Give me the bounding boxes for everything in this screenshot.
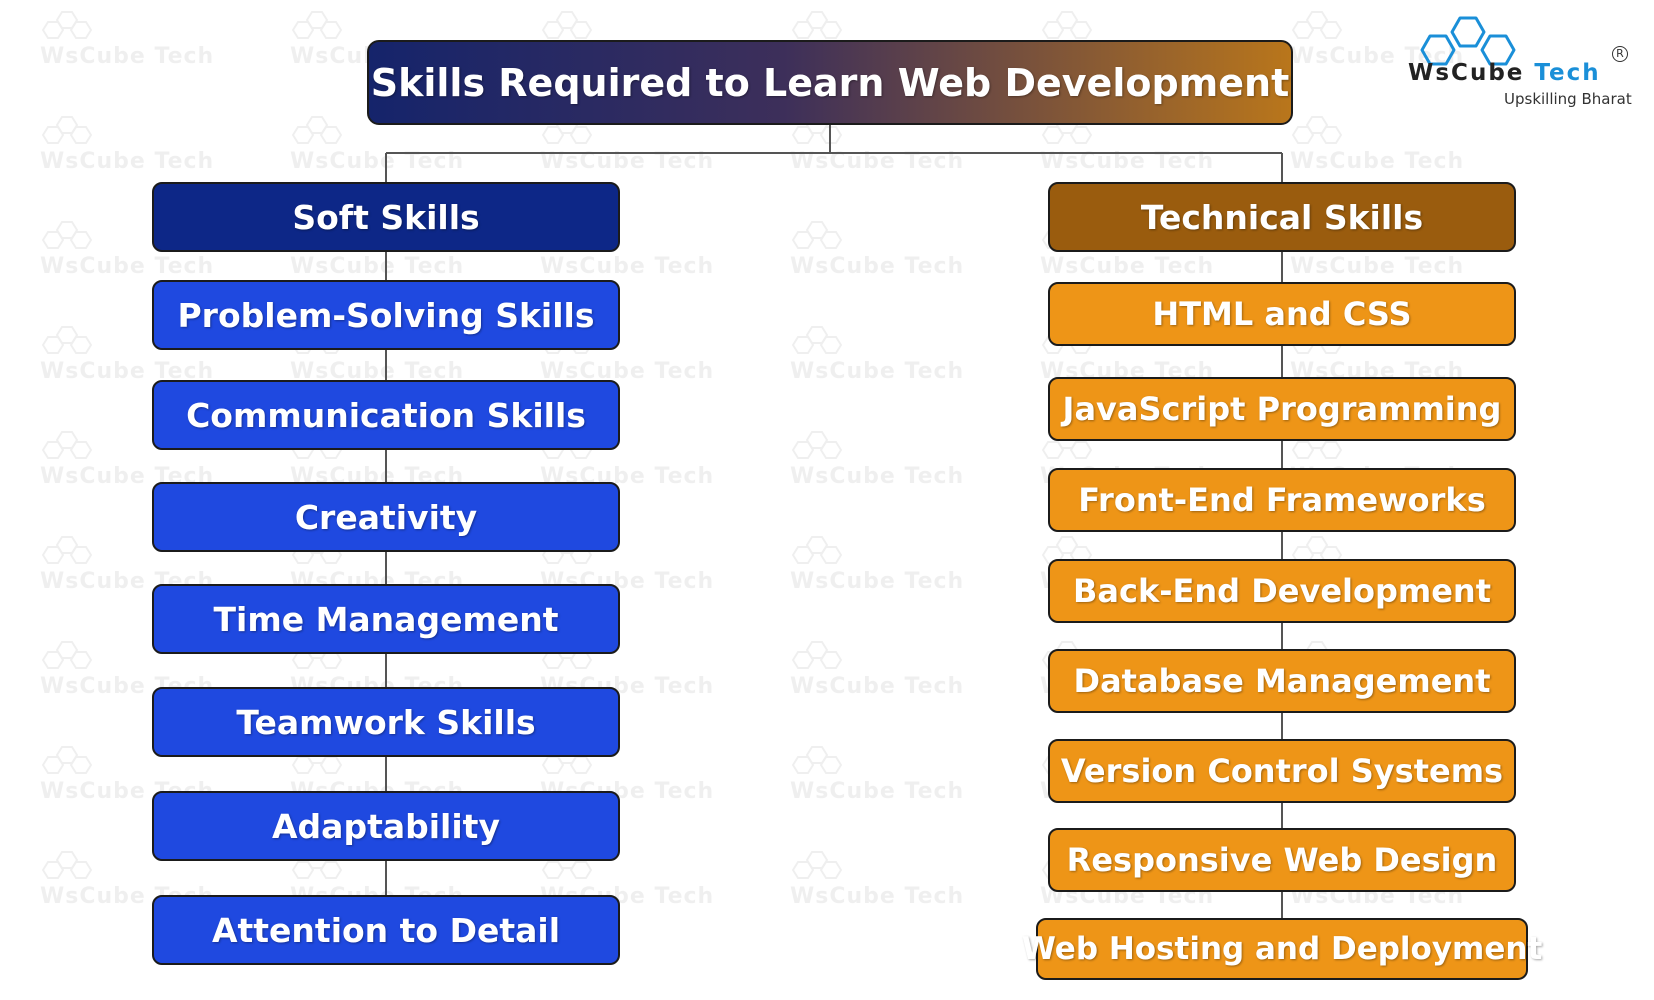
watermark: WsCube Tech [290,115,464,174]
watermark: WsCube Tech [790,535,964,594]
tech-skill-database-management: Database Management [1048,649,1516,713]
watermark: WsCube Tech [790,850,964,909]
soft-skills-heading: Soft Skills [152,182,620,252]
brand-logo: WsCube Tech R Upskilling Bharat [1400,8,1640,108]
watermark: WsCube Tech [290,220,464,279]
soft-skill-communication: Communication Skills [152,380,620,450]
soft-skill-teamwork: Teamwork Skills [152,687,620,757]
brand-name: WsCube Tech [1408,60,1601,86]
watermark: WsCube Tech [540,325,714,384]
watermark: WsCube Tech [790,220,964,279]
soft-skill-adaptability: Adaptability [152,791,620,861]
tech-skill-version-control: Version Control Systems [1048,739,1516,803]
hexagon-logo-icon [1420,16,1516,66]
watermark: WsCube Tech [40,115,214,174]
diagram-title: Skills Required to Learn Web Development [367,40,1293,125]
tech-skill-html-css: HTML and CSS [1048,282,1516,346]
watermark: WsCube Tech [1290,115,1464,174]
watermark: WsCube Tech [40,220,214,279]
soft-skill-creativity: Creativity [152,482,620,552]
tech-skill-responsive-design: Responsive Web Design [1048,828,1516,892]
watermark: WsCube Tech [790,325,964,384]
tech-skill-backend-development: Back-End Development [1048,559,1516,623]
tech-skill-web-hosting: Web Hosting and Deployment [1022,918,1542,980]
brand-tagline: Upskilling Bharat [1504,90,1632,108]
tech-skill-frontend-frameworks: Front-End Frameworks [1048,468,1516,532]
watermark: WsCube Tech [790,640,964,699]
watermark: WsCube Tech [790,745,964,804]
watermark: WsCube Tech [290,325,464,384]
soft-skill-attention-to-detail: Attention to Detail [152,895,620,965]
technical-skills-heading: Technical Skills [1048,182,1516,252]
registered-mark: R [1612,46,1628,62]
watermark: WsCube Tech [40,10,214,69]
soft-skill-problem-solving: Problem-Solving Skills [152,280,620,350]
soft-skill-time-management: Time Management [152,584,620,654]
tech-skill-javascript: JavaScript Programming [1048,377,1516,441]
watermark: WsCube Tech [790,430,964,489]
watermark: WsCube Tech [40,325,214,384]
